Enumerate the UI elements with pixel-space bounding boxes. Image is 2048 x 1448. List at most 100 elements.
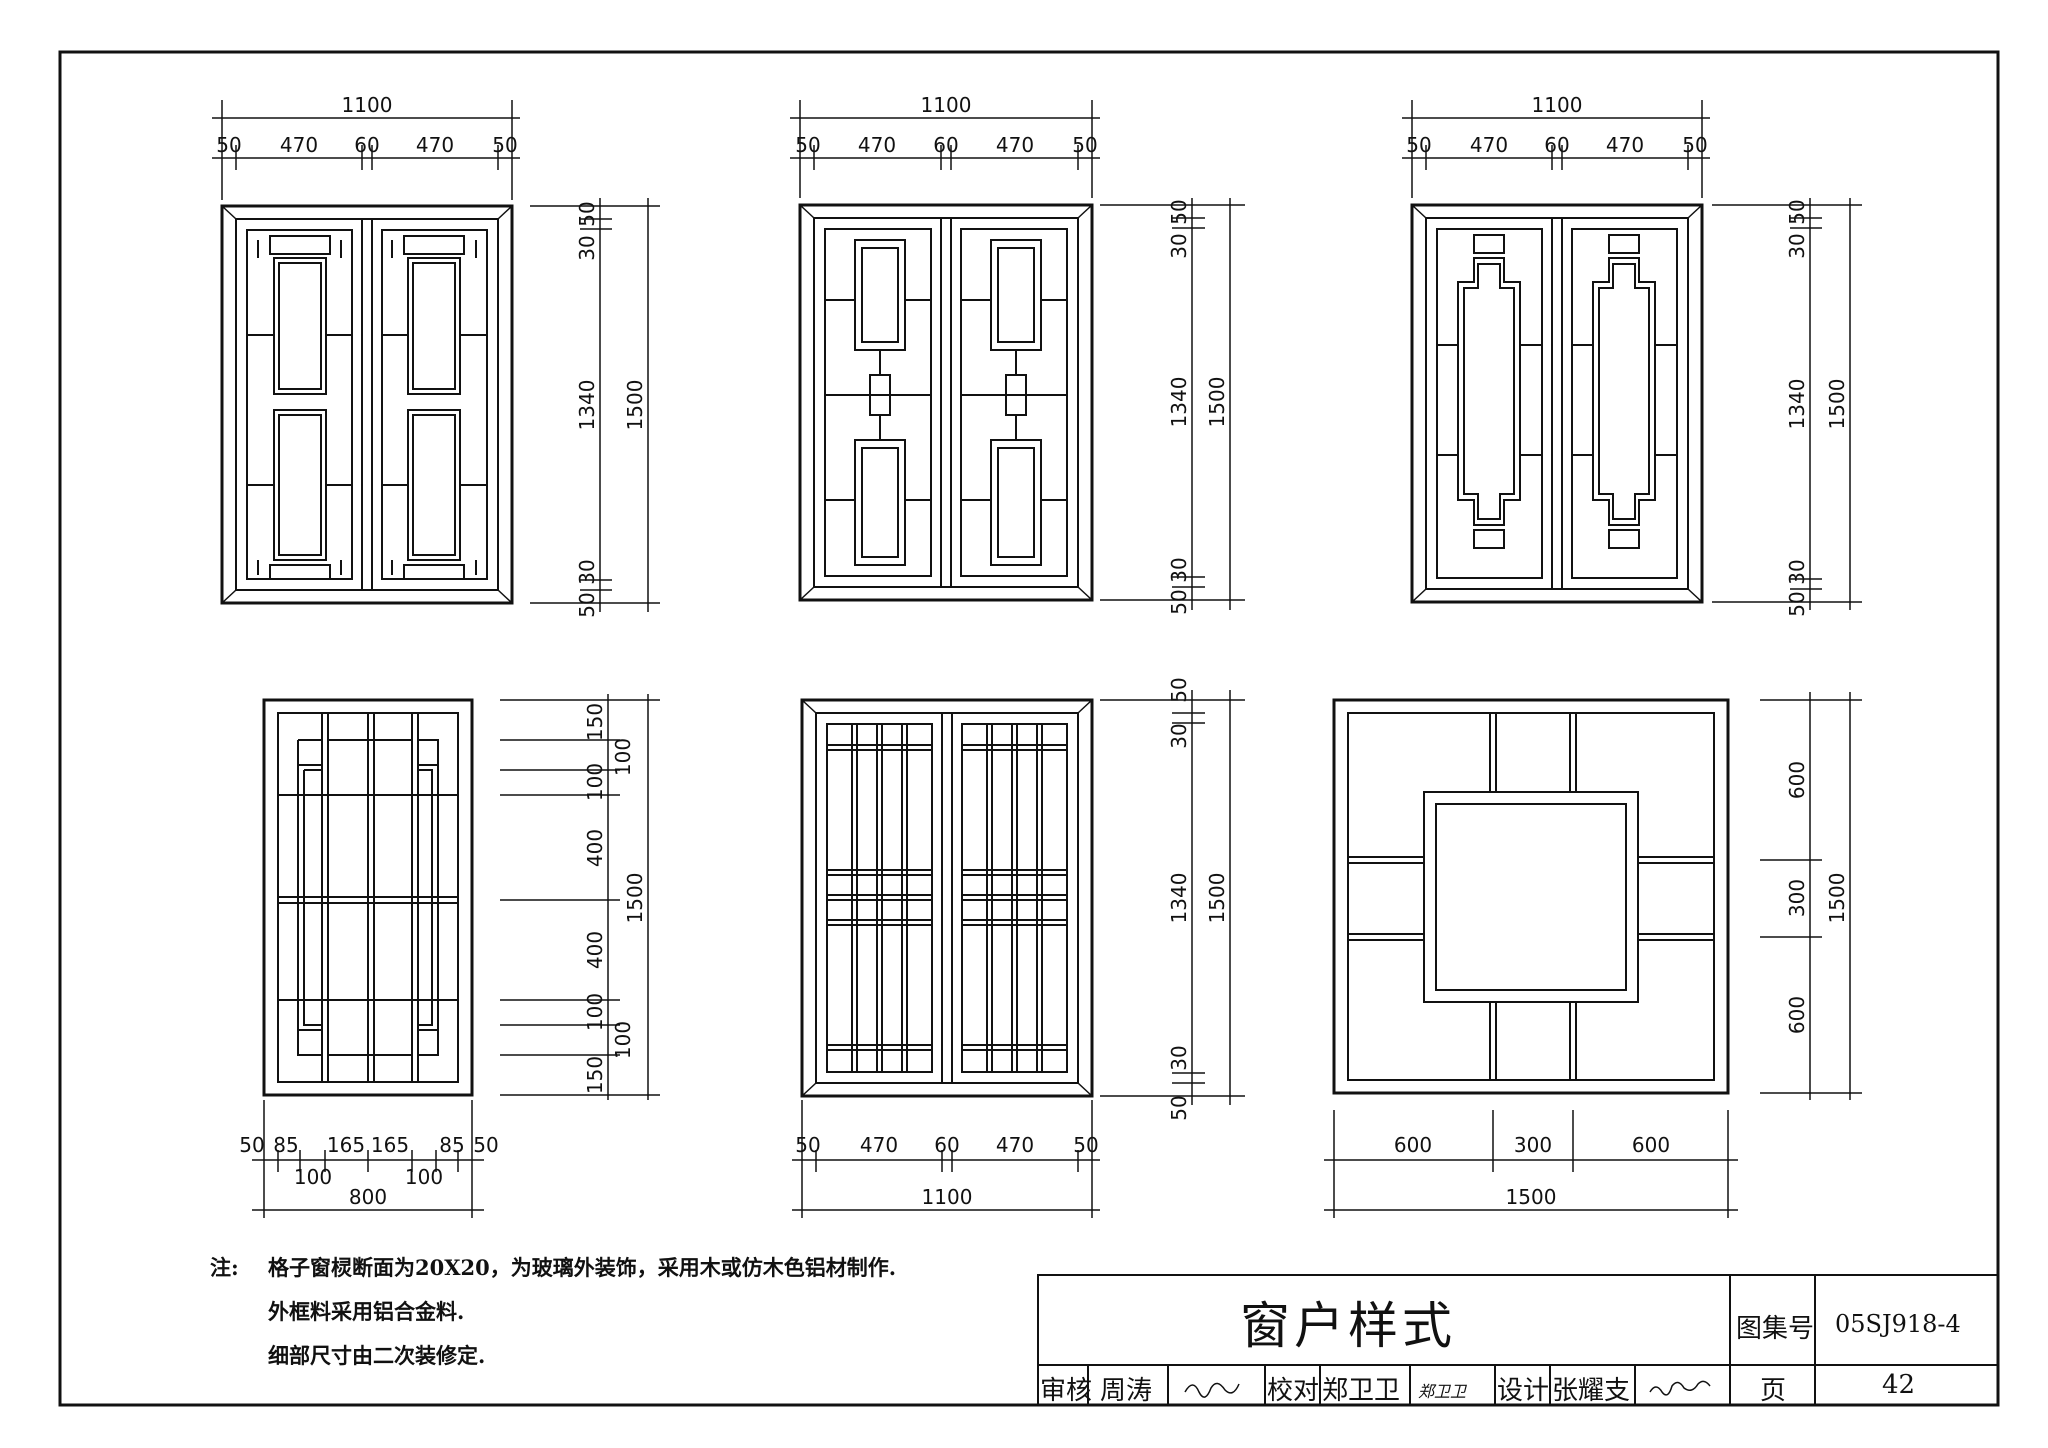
w2-leaf-left: 470	[858, 133, 896, 157]
notes-prefix: 注:	[210, 1255, 239, 1280]
w4-w50-left: 50	[239, 1133, 264, 1157]
atlas-number: 05SJ918-4	[1835, 1310, 1961, 1338]
w3-h30-top: 30	[1785, 233, 1809, 258]
w2-h30-top: 30	[1167, 233, 1191, 258]
design-signature	[1649, 1380, 1711, 1396]
window-style-4	[262, 698, 474, 1097]
window-style-5	[800, 698, 1094, 1098]
w2-frame-right: 50	[1072, 133, 1097, 157]
w2-width-total: 1100	[921, 93, 972, 117]
w3-h1500: 1500	[1825, 379, 1849, 430]
page-label: 页	[1760, 1376, 1787, 1406]
w1-h30-top: 30	[575, 235, 599, 260]
w2-h50-top: 50	[1167, 199, 1191, 224]
w2-h30-bot: 30	[1167, 557, 1191, 582]
w4-h400-top: 400	[583, 829, 607, 867]
w4-w85-left: 85	[273, 1133, 298, 1157]
check-signature: 郑卫卫	[1418, 1382, 1467, 1401]
window-1-top-dimensions	[212, 100, 520, 200]
w1-leaf-right: 470	[416, 133, 454, 157]
w4-h100-a: 100	[611, 738, 635, 776]
w5-h50-bot: 50	[1167, 1095, 1191, 1120]
w1-frame-right: 50	[492, 133, 517, 157]
w3-h30-bot: 30	[1785, 559, 1809, 584]
window-4-bottom-dimensions	[252, 1100, 484, 1218]
review-name: 周涛	[1100, 1376, 1153, 1406]
review-label: 审核	[1040, 1376, 1093, 1406]
window-6-bottom-dimensions	[1324, 1110, 1738, 1218]
notes-line-1: 格子窗棂断面为20X20，为玻璃外装饰，采用木或仿木色铝材制作.	[268, 1255, 897, 1280]
w1-mullion: 60	[354, 133, 379, 157]
w5-h1500: 1500	[1205, 873, 1229, 924]
w1-h50-top: 50	[575, 201, 599, 226]
atlas-label: 图集号	[1736, 1314, 1815, 1344]
w4-h400-bot: 400	[583, 931, 607, 969]
w1-h50-bot: 50	[575, 592, 599, 617]
w5-leaf-right: 470	[996, 1133, 1034, 1157]
w4-width-total: 800	[349, 1185, 387, 1209]
w5-width-total: 1100	[922, 1185, 973, 1209]
w6-h1500: 1500	[1825, 873, 1849, 924]
w2-leaf-right: 470	[996, 133, 1034, 157]
w2-h50-bot: 50	[1167, 589, 1191, 614]
window-style-3	[1410, 203, 1704, 604]
w1-h1500: 1500	[623, 380, 647, 431]
w4-w165-left: 165	[327, 1133, 365, 1157]
window-2-top-dimensions	[790, 100, 1100, 198]
w3-leaf-right: 470	[1606, 133, 1644, 157]
w3-h1340: 1340	[1785, 379, 1809, 430]
w1-leaf-left: 470	[280, 133, 318, 157]
w4-h150-top: 150	[583, 703, 607, 741]
w3-width-total: 1100	[1532, 93, 1583, 117]
w3-mullion: 60	[1544, 133, 1569, 157]
notes-line-2: 外框料采用铝合金料.	[268, 1299, 465, 1324]
w1-h30-bot: 30	[575, 559, 599, 584]
window-4-side-dimensions	[500, 694, 660, 1100]
w3-h50-top: 50	[1785, 199, 1809, 224]
w6-h600-bot: 600	[1785, 996, 1809, 1034]
w4-h100-c: 100	[583, 993, 607, 1031]
window-5-side-dimensions	[1100, 690, 1245, 1105]
w4-h100-b: 100	[583, 763, 607, 801]
w2-h1500: 1500	[1205, 377, 1229, 428]
w4-h100-d: 100	[611, 1021, 635, 1059]
w2-mullion: 60	[933, 133, 958, 157]
w4-w50-right: 50	[473, 1133, 498, 1157]
w1-h1340: 1340	[575, 380, 599, 431]
notes-line-3: 细部尺寸由二次装修定.	[268, 1343, 486, 1368]
w3-frame-left: 50	[1406, 133, 1431, 157]
w3-h50-bot: 50	[1785, 591, 1809, 616]
check-name: 郑卫卫	[1322, 1376, 1401, 1406]
window-1-side-dimensions	[530, 198, 660, 612]
drawing-title: 窗户样式	[1240, 1297, 1456, 1355]
w5-h1340: 1340	[1167, 873, 1191, 924]
w5-frame-right: 50	[1073, 1133, 1098, 1157]
w5-leaf-left: 470	[860, 1133, 898, 1157]
w3-leaf-left: 470	[1470, 133, 1508, 157]
window-style-6	[1332, 698, 1730, 1095]
window-3-side-dimensions	[1712, 198, 1862, 610]
page-number: 42	[1882, 1370, 1916, 1400]
w5-h30-bot: 30	[1167, 1045, 1191, 1070]
window-6-side-dimensions	[1760, 692, 1862, 1100]
check-label: 校对	[1267, 1376, 1320, 1406]
w5-h30-top: 30	[1167, 723, 1191, 748]
w2-h1340: 1340	[1167, 377, 1191, 428]
w6-h600-top: 600	[1785, 761, 1809, 799]
w6-h300: 300	[1785, 879, 1809, 917]
w2-frame-left: 50	[795, 133, 820, 157]
w1-width-total: 1100	[342, 93, 393, 117]
w6-w600-left: 600	[1394, 1133, 1432, 1157]
w6-w600-right: 600	[1632, 1133, 1670, 1157]
w1-frame-left: 50	[216, 133, 241, 157]
window-2-side-dimensions	[1100, 198, 1245, 610]
window-5-bottom-dimensions	[792, 1100, 1100, 1218]
window-style-2	[798, 203, 1094, 602]
w4-h150-bot: 150	[583, 1056, 607, 1094]
design-name: 张耀支	[1552, 1376, 1631, 1406]
w4-w100-left: 100	[294, 1165, 332, 1189]
w3-frame-right: 50	[1682, 133, 1707, 157]
w6-w300: 300	[1514, 1133, 1552, 1157]
w4-w85-right: 85	[439, 1133, 464, 1157]
